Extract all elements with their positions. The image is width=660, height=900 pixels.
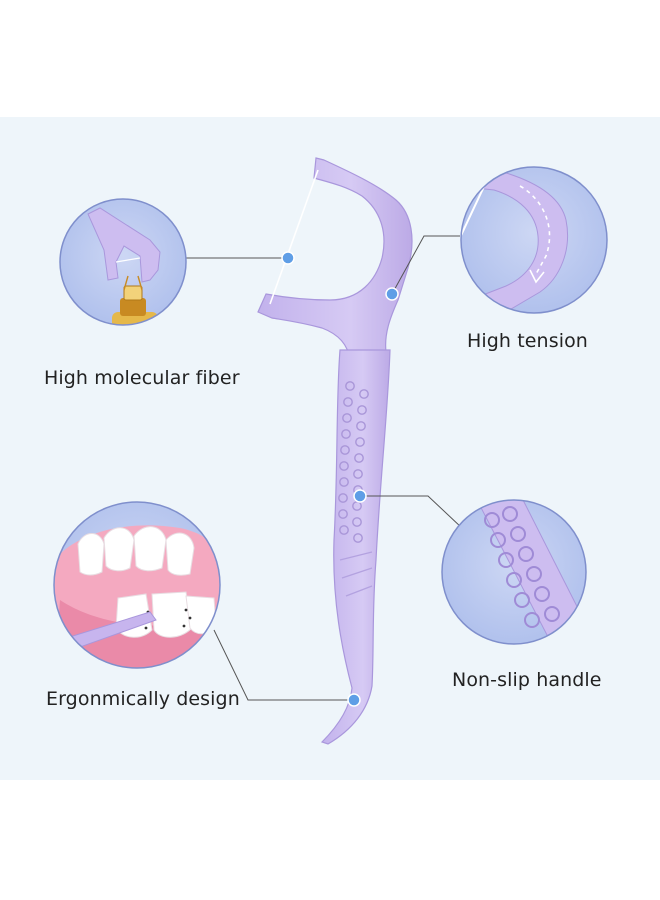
label-non-slip-handle: Non-slip handle — [452, 669, 602, 691]
floss-pick — [257, 157, 413, 745]
fiber-detail-circle — [59, 198, 187, 326]
non-slip-detail-circle — [441, 499, 587, 645]
ergonomic-detail-circle — [53, 501, 221, 669]
tension-detail-circle — [460, 166, 608, 314]
label-ergonomic-design: Ergonmically design — [46, 688, 240, 710]
label-high-tension: High tension — [467, 330, 588, 352]
label-high-molecular-fiber: High molecular fiber — [44, 367, 240, 389]
leader-lines — [186, 235, 463, 701]
callout-dots — [281, 251, 399, 707]
